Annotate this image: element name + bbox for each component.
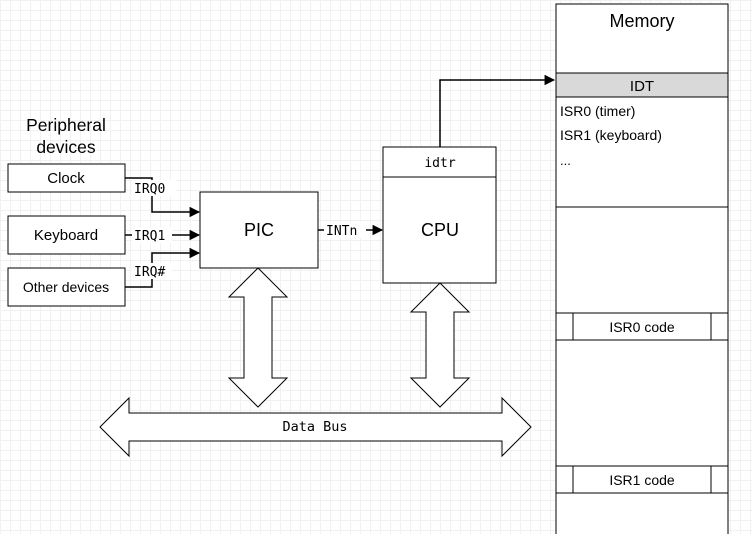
cpu-label: CPU xyxy=(421,220,459,240)
isr1-code-row xyxy=(555,465,729,494)
cpu-box xyxy=(382,146,497,284)
isr0-code-row xyxy=(555,312,729,341)
intn-label: INTn xyxy=(326,224,357,239)
idtr-register-label: idtr xyxy=(424,156,455,171)
keyboard-box xyxy=(7,215,126,255)
irq1-label: IRQ1 xyxy=(134,229,165,244)
irq1-label-bg xyxy=(132,227,172,243)
clock-label: Clock xyxy=(47,170,85,187)
idt-header-label: IDT xyxy=(630,78,654,95)
isr0-code-label: ISR0 code xyxy=(609,319,675,335)
data-bus-label: Data Bus xyxy=(282,419,347,435)
irq0-label-bg xyxy=(132,180,176,196)
other-devices-box xyxy=(7,267,126,307)
idtr-to-idt-arrow xyxy=(439,74,556,147)
other-devices-label: Other devices xyxy=(23,279,109,295)
idt-entry-isr0: ISR0 (timer) xyxy=(560,103,635,119)
irqn-label-bg xyxy=(132,263,172,279)
cpu-bus-arrow xyxy=(409,282,471,408)
peripherals-title-line2: devices xyxy=(36,137,96,157)
peripherals-title-line1: Peripheral xyxy=(26,115,106,135)
idt-header xyxy=(555,72,729,98)
intn-label-bg xyxy=(324,222,366,238)
memory-title: Memory xyxy=(609,11,674,31)
data-bus-arrow xyxy=(99,396,532,458)
idt-entry-isr1: ISR1 (keyboard) xyxy=(560,127,662,143)
irqn-label: IRQ# xyxy=(134,265,165,280)
idt-entry-ellipsis: ... xyxy=(560,153,571,168)
clock-box xyxy=(7,163,126,193)
pic-bus-arrow xyxy=(227,267,289,408)
keyboard-label: Keyboard xyxy=(34,227,98,244)
isr1-code-label: ISR1 code xyxy=(609,472,675,488)
pic-label: PIC xyxy=(244,220,274,240)
irq0-label: IRQ0 xyxy=(134,182,165,197)
